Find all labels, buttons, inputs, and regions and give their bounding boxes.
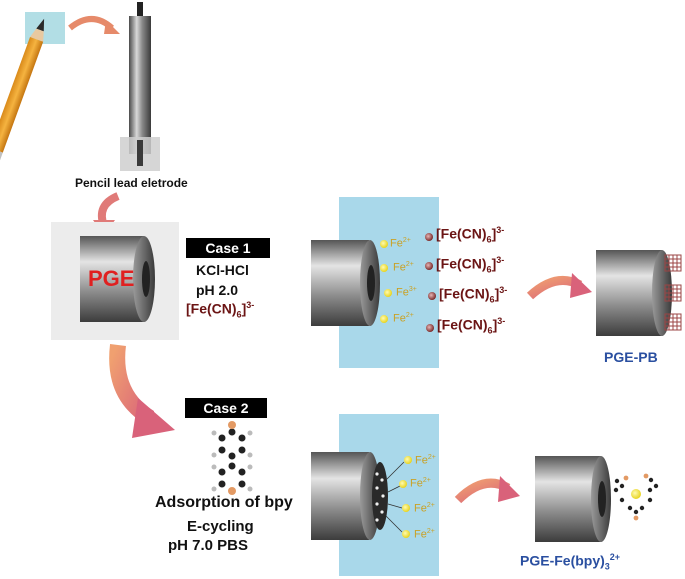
ferricyanide-label: [Fe(CN)6]3- (439, 285, 508, 305)
fe-ion-icon (402, 504, 410, 512)
ferricyanide-label: [Fe(CN)6]3- (436, 225, 505, 245)
case2-ph-label: pH 7.0 PBS (168, 537, 249, 554)
fe-ion-label: Fe3+ (396, 286, 417, 299)
bpy-molecule-icon (211, 421, 253, 495)
fe-ion-label: Fe2+ (393, 312, 414, 325)
fe-ion-label: Fe2+ (414, 528, 435, 541)
case2-electrode (311, 452, 405, 540)
pencil-lead-label: Pencil lead eletrode (75, 176, 188, 190)
prussian-blue-lattice-icon (664, 254, 682, 331)
fe-ion-label: Fe2+ (390, 237, 411, 250)
ferricyanide-icon (425, 233, 433, 241)
arrowhead-icon (570, 273, 592, 298)
fe-ion-label: Fe2+ (414, 502, 435, 515)
ferricyanide-icon (426, 324, 434, 332)
arrowhead-icon (132, 398, 175, 438)
fe-ion-icon (384, 289, 392, 297)
case1-reagent: [Fe(CN)6]3- (186, 300, 255, 320)
fe-ion-icon (380, 315, 388, 323)
pencil-icon (0, 12, 65, 161)
pencil-lead-electrode (120, 2, 160, 171)
fe-ion-icon (404, 456, 412, 464)
case1-electrolyte: KCl-HCl (196, 262, 249, 278)
case1-badge: Case 1 (186, 238, 270, 258)
case1-ph: pH 2.0 (196, 282, 239, 298)
ferricyanide-icon (425, 262, 433, 270)
ferricyanide-label: [Fe(CN)6]3- (436, 255, 505, 275)
fe-ion-icon (402, 530, 410, 538)
pge-electrode (51, 222, 179, 340)
case1-electrode (311, 240, 380, 326)
pge-pb-label: PGE-PB (604, 349, 658, 365)
arrowhead-icon (104, 20, 120, 34)
pge-label: PGE (88, 266, 135, 291)
adsorption-label: Adsorption of bpy (155, 494, 293, 511)
fe-ion-icon (380, 264, 388, 272)
ecycling-label: E-cycling (187, 518, 254, 535)
arrowhead-icon (498, 476, 520, 502)
fe-ion-label: Fe2+ (415, 454, 436, 467)
fe-ion-label: Fe2+ (410, 477, 431, 490)
ferricyanide-label: [Fe(CN)6]3- (437, 316, 506, 336)
fe-ion-label: Fe2+ (393, 261, 414, 274)
pge-pb-electrode (596, 250, 682, 336)
fe-ion-icon (380, 240, 388, 248)
case2-badge: Case 2 (185, 398, 267, 418)
fe-bpy-complex-icon (613, 473, 659, 521)
fe-ion-icon (399, 480, 407, 488)
ferricyanide-icon (428, 292, 436, 300)
pge-febpy-electrode (535, 456, 659, 542)
pge-febpy-label: PGE-Fe(bpy)32+ (520, 552, 621, 572)
